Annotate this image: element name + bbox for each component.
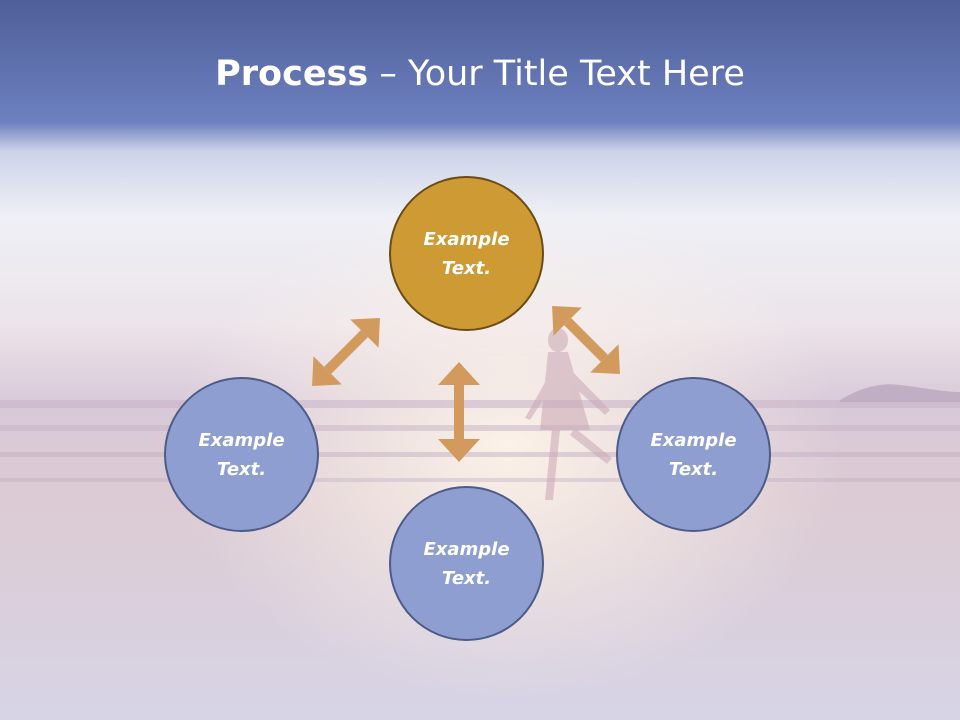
node-bottom-line1: Example bbox=[423, 538, 510, 560]
node-left-line1: Example bbox=[198, 429, 285, 451]
node-bottom-line2: Text. bbox=[441, 567, 492, 589]
node-top-line2: Text. bbox=[441, 257, 492, 279]
process-node-top: Example Text. bbox=[389, 176, 544, 331]
process-node-right: Example Text. bbox=[616, 377, 771, 532]
node-left-line2: Text. bbox=[216, 458, 267, 480]
title-rest: – Your Title Text Here bbox=[368, 54, 745, 94]
node-right-line2: Text. bbox=[668, 458, 719, 480]
page-title: Process – Your Title Text Here bbox=[0, 50, 960, 98]
node-right-line1: Example bbox=[650, 429, 737, 451]
title-bold: Process bbox=[215, 54, 369, 94]
arrow-diagonal-left bbox=[312, 318, 380, 386]
process-node-left: Example Text. bbox=[164, 377, 319, 532]
runner-silhouette bbox=[525, 328, 612, 500]
process-node-bottom: Example Text. bbox=[389, 486, 544, 641]
node-top-line1: Example bbox=[423, 228, 510, 250]
arrow-diagonal-right bbox=[552, 306, 620, 374]
arrow-vertical bbox=[438, 362, 480, 462]
